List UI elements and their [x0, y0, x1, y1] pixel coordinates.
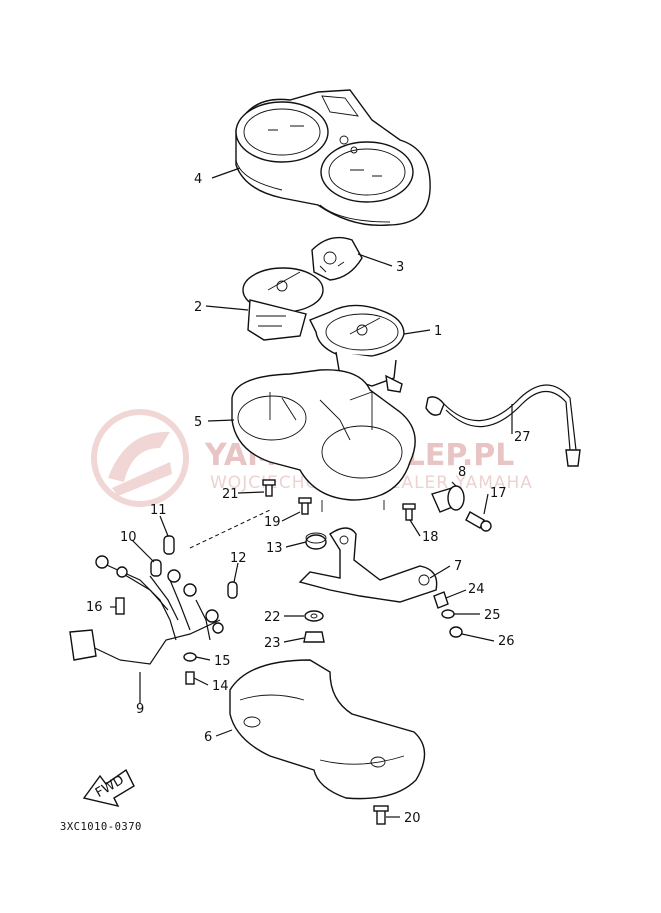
nut: [303, 631, 325, 643]
washer-15: [183, 652, 197, 662]
speedometer-cable: [425, 384, 581, 467]
callout-22: 22: [264, 610, 281, 625]
tachometer-unit: [242, 267, 324, 341]
callout-14: 14: [212, 679, 229, 694]
screw-14: [185, 671, 195, 685]
mounting-bracket: [298, 527, 438, 603]
leader-lines: [110, 167, 513, 818]
washer: [304, 610, 324, 622]
callout-24: 24: [468, 582, 485, 597]
bulb-11: [163, 535, 175, 555]
watermark-logo: [91, 409, 189, 507]
callout-23: 23: [264, 636, 281, 651]
diagram-code: 3XC1010-0370: [60, 821, 142, 833]
callout-27: 27: [514, 430, 531, 445]
callout-26: 26: [498, 634, 515, 649]
callout-11: 11: [150, 503, 167, 518]
callout-21: 21: [222, 487, 239, 502]
cap-24: [433, 591, 449, 609]
screw-20: [373, 805, 389, 825]
callout-15: 15: [214, 654, 231, 669]
screw-18: [402, 503, 416, 521]
callout-1: 1: [434, 324, 442, 339]
callout-9: 9: [136, 702, 144, 717]
meter-case: [231, 369, 416, 512]
bulb-12: [227, 581, 238, 599]
callout-12: 12: [230, 551, 247, 566]
callout-7: 7: [454, 559, 462, 574]
bulb-10: [150, 559, 162, 577]
screw-19: [298, 497, 312, 515]
callout-17: 17: [490, 486, 507, 501]
screw-17: [465, 511, 492, 532]
grommet: [305, 532, 327, 550]
callout-16: 16: [86, 600, 103, 615]
screw-16: [115, 597, 125, 615]
callout-13: 13: [266, 541, 283, 556]
callout-20: 20: [404, 811, 421, 826]
meter-cover: [235, 89, 431, 227]
screw-21: [262, 479, 276, 497]
lower-cover: [229, 659, 426, 800]
washer-25: [441, 609, 455, 619]
callout-3: 3: [396, 260, 404, 275]
forward-direction-arrow: FWD: [82, 768, 135, 808]
callout-5: 5: [194, 415, 202, 430]
small-gauge: [311, 236, 363, 281]
callout-18: 18: [422, 530, 439, 545]
callout-4: 4: [194, 172, 202, 187]
callout-10: 10: [120, 530, 137, 545]
callout-2: 2: [194, 300, 202, 315]
wire-harness: [69, 509, 271, 665]
callout-19: 19: [264, 515, 281, 530]
callout-8: 8: [458, 465, 466, 480]
drive-gear: [431, 485, 465, 513]
nut-26: [449, 626, 463, 638]
callout-6: 6: [204, 730, 212, 745]
callout-labels: 4 3 2 1 5 27 8 17 21 11 19 18 10 13 12 7…: [86, 172, 531, 826]
callout-25: 25: [484, 608, 501, 623]
